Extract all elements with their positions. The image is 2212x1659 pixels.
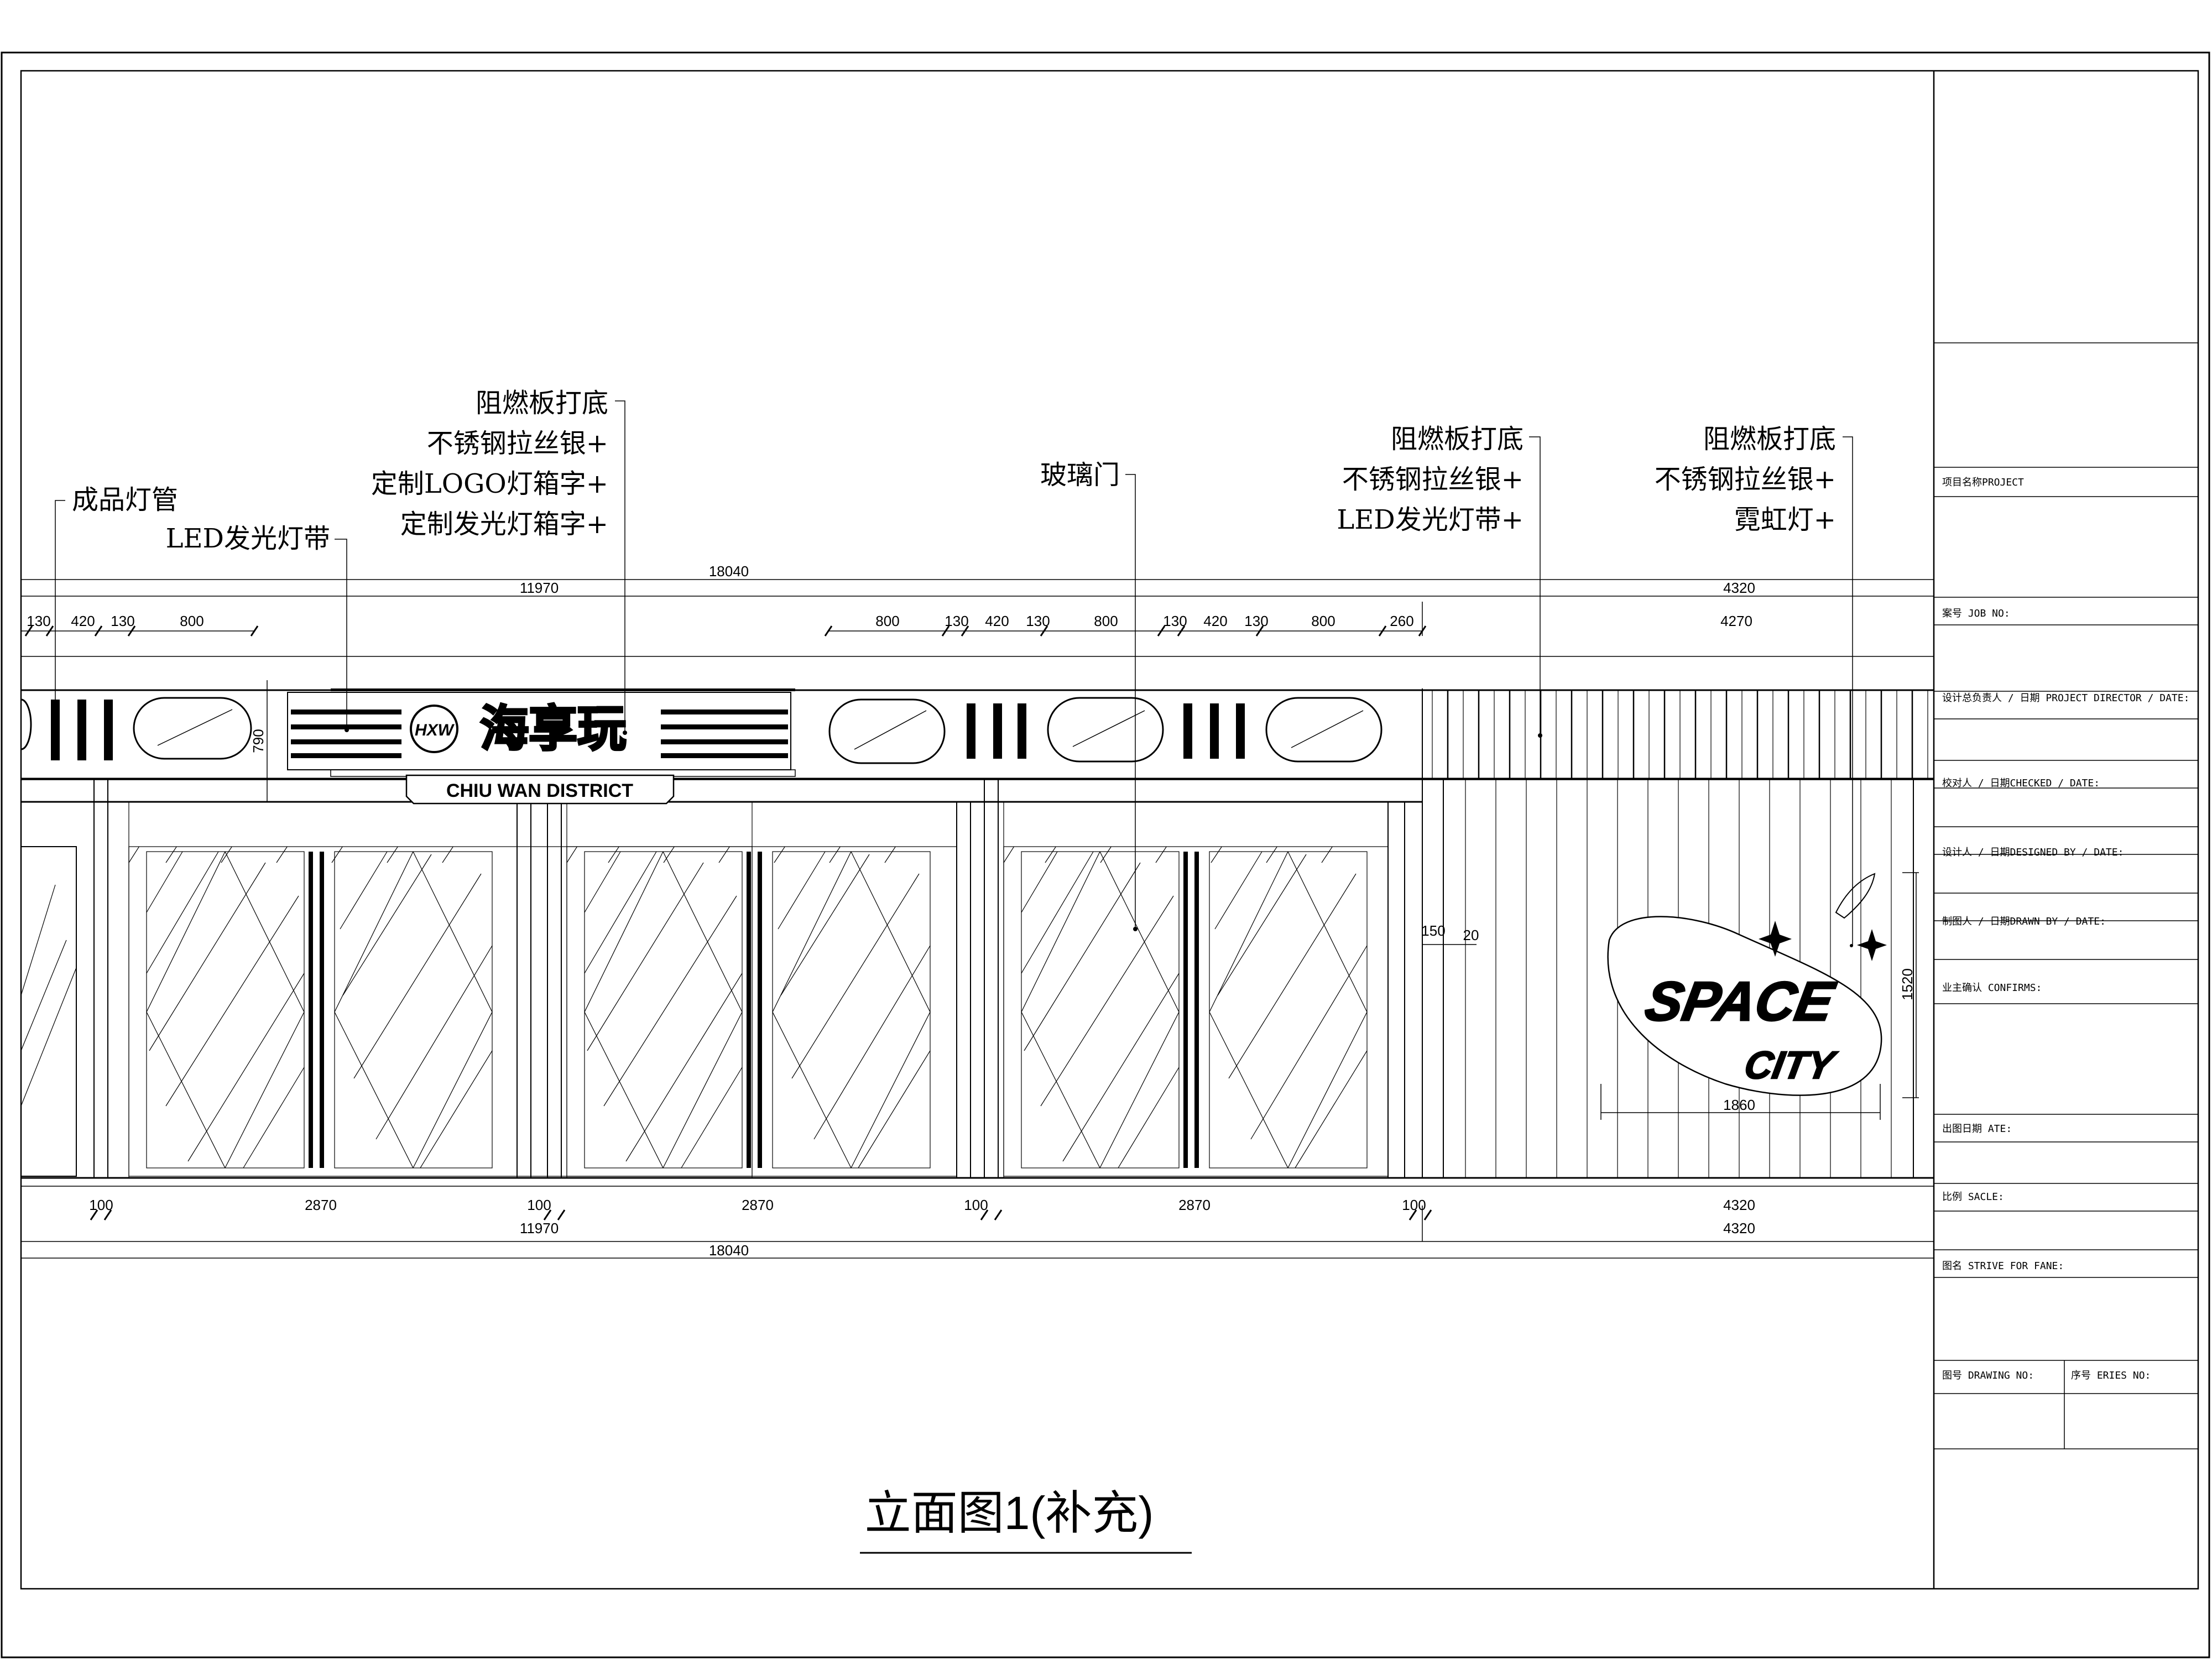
dim-top-segment: 420 [985, 613, 1009, 629]
dim-bottom-segment: 4320 [1723, 1197, 1755, 1213]
dim-wall-offset-b: 20 [1463, 927, 1479, 943]
dim-top-segment: 800 [1311, 613, 1335, 629]
note-logo-sign-4: 定制发光灯箱字+ [400, 509, 608, 540]
reference-lines [21, 579, 1934, 1259]
tb-designed-label: 设计人 / 日期DESIGNED BY / DATE: [1942, 847, 2124, 858]
leader-lines [55, 400, 1853, 946]
note-band-right-2: 不锈钢拉丝银+ [1342, 464, 1524, 495]
tb-date-label: 出图日期 ATE: [1942, 1123, 2012, 1135]
sign-sub-text: CHIU WAN DISTRICT [446, 780, 633, 801]
dim-top-segment: 130 [111, 613, 134, 629]
neon-text-space: SPACE [1641, 971, 1839, 1032]
note-band-right-3: LED发光灯带+ [1337, 504, 1524, 535]
note-neon-wall-3: 霓虹灯+ [1734, 504, 1836, 535]
annotation-band-right: 阻燃板打底 不锈钢拉丝银+ LED发光灯带+ [1337, 424, 1524, 535]
glass-door-1 [128, 801, 753, 1178]
dimension-lines [21, 602, 1919, 1241]
tb-confirms-label: 业主确认 CONFIRMS: [1942, 982, 2042, 994]
tb-job-no-label: 案号 JOB NO: [1942, 608, 2010, 619]
note-glass-door: 玻璃门 [1040, 460, 1120, 491]
dim-top-segment: 800 [875, 613, 899, 629]
dim-top-segments: 130 420 130 800 800 130 420 130 800 130 420 130 800 2… [24, 613, 1427, 637]
annotation-lamp-tube: 成品灯管 LED发光灯带 [72, 484, 330, 554]
tb-drawn-label: 制图人 / 日期DRAWN BY / DATE: [1942, 916, 2106, 927]
door-group-left-partial [20, 846, 77, 1177]
brand-logo-icon [410, 705, 458, 753]
dim-top-left: 11970 [520, 580, 559, 596]
tb-scale-label: 比例 SACLE: [1942, 1191, 2004, 1203]
rocket-icon [1835, 873, 1876, 919]
dim-neon-height: 1520 [1899, 968, 1916, 1000]
tb-project-label: 项目名称PROJECT [1942, 477, 2024, 488]
dim-bottom-segment: 2870 [1178, 1197, 1211, 1213]
title-block-labels: 项目名称PROJECT 案号 JOB NO: 设计总负责人 / 日期 PROJE… [1942, 477, 2189, 1381]
tb-drawing-name-label: 图名 STRIVE FOR FANE: [1942, 1260, 2064, 1272]
dim-top-segment: 130 [1163, 613, 1187, 629]
dim-bottom-right: 4320 [1723, 1220, 1755, 1237]
dim-top-segment: 130 [1026, 613, 1050, 629]
dim-bottom-segment: 100 [964, 1197, 988, 1213]
star-icon [1759, 921, 1792, 957]
dim-top-segment: 800 [1094, 613, 1118, 629]
dim-bottom-total: 18040 [709, 1242, 749, 1259]
tb-director-label: 设计总负责人 / 日期 PROJECT DIRECTOR / DATE: [1942, 692, 2189, 704]
dim-bottom-segment: 100 [1402, 1197, 1426, 1213]
dim-sign-height: 790 [250, 729, 267, 753]
note-neon-wall-1: 阻燃板打底 [1703, 424, 1836, 455]
dim-wall-offset-a: 150 [1421, 922, 1445, 939]
dim-top-segment: 130 [1244, 613, 1268, 629]
logo-light-box-sign: HXW 海享玩 CHIU WAN DISTRICT [287, 688, 796, 805]
tb-series-no-label: 序号 ERIES NO: [2071, 1370, 2151, 1381]
sign-band-left [20, 697, 252, 760]
tb-checked-label: 校对人 / 日期CHECKED / DATE: [1942, 778, 2100, 789]
dim-top-right-outer: 4320 [1723, 580, 1755, 596]
brand-logo-text: HXW [415, 721, 455, 739]
note-logo-sign-2: 不锈钢拉丝银+ [427, 428, 608, 459]
note-lamp-tube-2: LED发光灯带 [166, 523, 330, 554]
glass-door-2 [566, 801, 957, 1178]
dim-top-segment: 800 [180, 613, 204, 629]
note-logo-sign-3: 定制LOGO灯箱字+ [371, 468, 608, 499]
annotation-neon-wall: 阻燃板打底 不锈钢拉丝银+ 霓虹灯+ [1655, 424, 1836, 535]
outer-frame [1, 51, 2210, 1658]
sign-main-text: 海享玩 [480, 701, 626, 756]
drawing-title: 立面图1(补充) [865, 1487, 1154, 1539]
dim-bottom-left: 11970 [520, 1220, 559, 1237]
dim-bottom-segment: 2870 [305, 1197, 337, 1213]
dim-top-right-inner: 4270 [1720, 613, 1752, 629]
dim-top-segment: 420 [1203, 613, 1227, 629]
sign-band-middle [828, 697, 1383, 764]
note-lamp-tube-1: 成品灯管 [72, 484, 178, 515]
neon-text-city: CITY [1741, 1043, 1840, 1086]
star-icon [1857, 929, 1887, 961]
dim-top-total: 18040 [709, 563, 749, 580]
neon-space-city-logo: SPACE CITY [1607, 873, 1887, 1096]
glass-door-3 [1003, 801, 1389, 1178]
dim-top-segment: 130 [27, 613, 50, 629]
tb-drawing-no-label: 图号 DRAWING NO: [1942, 1370, 2034, 1381]
dim-bottom-segments: 100 2870 100 2870 100 2870 100 4320 [89, 1197, 1755, 1220]
dim-top-segment: 260 [1390, 613, 1413, 629]
note-neon-wall-2: 不锈钢拉丝银+ [1655, 464, 1836, 495]
dim-top-segment: 130 [945, 613, 968, 629]
dim-top-segment: 420 [71, 613, 95, 629]
annotation-logo-sign: 阻燃板打底 不锈钢拉丝银+ 定制LOGO灯箱字+ 定制发光灯箱字+ [371, 388, 608, 540]
note-band-right-1: 阻燃板打底 [1391, 424, 1524, 455]
dim-bottom-segment: 100 [89, 1197, 113, 1213]
title-block [1934, 342, 2198, 1449]
dim-bottom-segment: 2870 [742, 1197, 774, 1213]
stainless-steel-band [1422, 690, 1934, 779]
annotation-glass-door: 玻璃门 [1040, 460, 1120, 491]
dim-neon-width: 1860 [1723, 1097, 1755, 1113]
note-logo-sign-1: 阻燃板打底 [476, 388, 608, 419]
dim-bottom-segment: 100 [527, 1197, 551, 1213]
inner-frame [20, 70, 2199, 1590]
